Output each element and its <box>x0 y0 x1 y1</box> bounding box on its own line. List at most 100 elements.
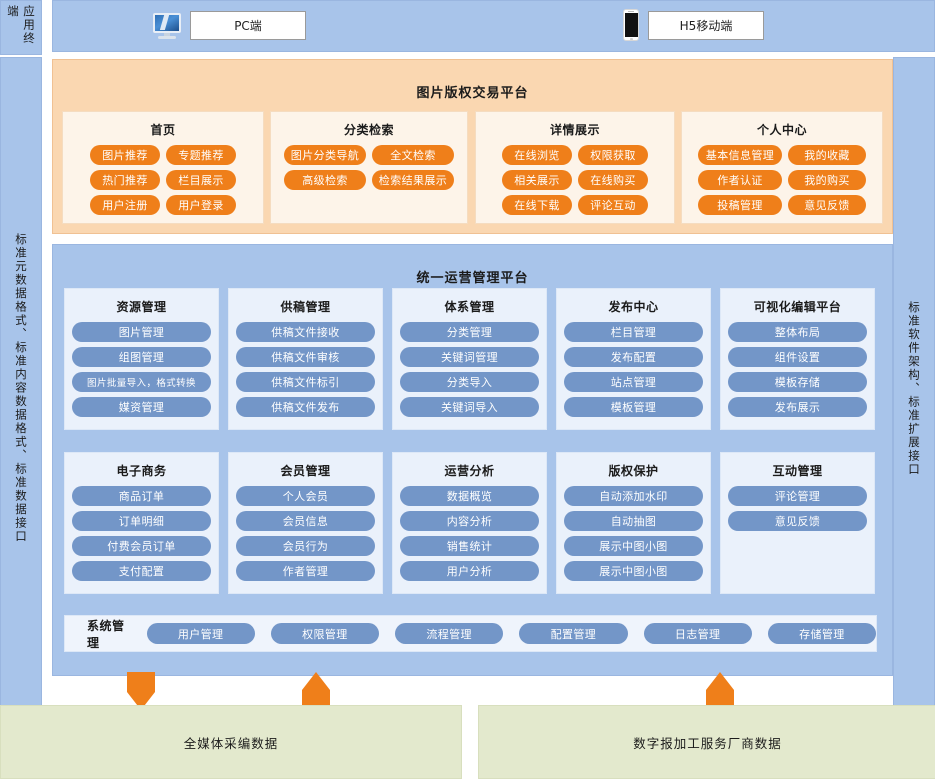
module-item[interactable]: 在线浏览 <box>502 145 572 165</box>
module-item[interactable]: 图片推荐 <box>90 145 160 165</box>
system-management-item[interactable]: 流程管理 <box>395 623 504 644</box>
module-title: 可视化编辑平台 <box>753 300 842 314</box>
module-item[interactable]: 相关展示 <box>502 170 572 190</box>
module-item[interactable]: 商品订单 <box>72 486 211 506</box>
module-card-operations-analysis: 运营分析 数据概览 内容分析 销售统计 用户分析 <box>392 452 547 594</box>
module-item[interactable]: 全文检索 <box>372 145 454 165</box>
module-card-publish-center: 发布中心 栏目管理 发布配置 站点管理 模板管理 <box>556 288 711 430</box>
module-card-interaction-management: 互动管理 评论管理 意见反馈 <box>720 452 875 594</box>
module-item[interactable]: 栏目管理 <box>564 322 703 342</box>
data-source-omnimedia: 全媒体采编数据 <box>0 705 462 779</box>
rail-standard-data-left-label: 标准元数据格式、标准内容数据格式、标准数据接口 <box>14 233 28 544</box>
system-management-item[interactable]: 权限管理 <box>270 623 379 644</box>
module-item[interactable]: 检索结果展示 <box>372 170 454 190</box>
module-title: 发布中心 <box>608 300 659 314</box>
module-item[interactable]: 分类导入 <box>400 372 539 392</box>
module-card-ecommerce: 电子商务 商品订单 订单明细 付费会员订单 支付配置 <box>64 452 219 594</box>
module-item[interactable]: 整体布局 <box>728 322 867 342</box>
system-management-bar: 系统管理 用户管理 权限管理 流程管理 配置管理 日志管理 存储管理 <box>64 615 877 652</box>
module-item[interactable]: 组件设置 <box>728 347 867 367</box>
system-management-item[interactable]: 配置管理 <box>519 623 628 644</box>
trading-platform-title: 图片版权交易平台 <box>416 86 529 101</box>
module-item[interactable]: 发布展示 <box>728 397 867 417</box>
module-item[interactable]: 栏目展示 <box>166 170 236 190</box>
operations-platform-title: 统一运营管理平台 <box>416 271 529 286</box>
terminal-pc-label: PC端 <box>190 11 306 40</box>
module-item[interactable]: 自动添加水印 <box>564 486 703 506</box>
module-item[interactable]: 供稿文件发布 <box>236 397 375 417</box>
module-title: 个人中心 <box>756 123 807 137</box>
module-item[interactable]: 模板管理 <box>564 397 703 417</box>
module-item[interactable]: 内容分析 <box>400 511 539 531</box>
module-item[interactable]: 意见反馈 <box>728 511 867 531</box>
module-item[interactable]: 订单明细 <box>72 511 211 531</box>
module-item[interactable]: 媒资管理 <box>72 397 211 417</box>
module-item[interactable]: 我的收藏 <box>788 145 866 165</box>
arrow-up-icon <box>702 672 738 712</box>
module-item[interactable]: 作者管理 <box>236 561 375 581</box>
module-item[interactable]: 图片管理 <box>72 322 211 342</box>
module-item[interactable]: 基本信息管理 <box>698 145 782 165</box>
module-item[interactable]: 供稿文件标引 <box>236 372 375 392</box>
mobile-phone-icon <box>623 9 639 41</box>
module-title: 体系管理 <box>444 300 495 314</box>
module-item[interactable]: 会员行为 <box>236 536 375 556</box>
rail-standard-software-right-label: 标准软件架构、标准扩展接口 <box>907 300 921 477</box>
module-item[interactable]: 支付配置 <box>72 561 211 581</box>
system-management-item[interactable]: 日志管理 <box>643 623 752 644</box>
module-item[interactable]: 权限获取 <box>578 145 648 165</box>
module-item[interactable]: 图片批量导入，格式转换 <box>72 372 211 392</box>
module-item[interactable]: 关键词管理 <box>400 347 539 367</box>
module-item[interactable]: 评论管理 <box>728 486 867 506</box>
module-card-detail-display: 详情展示 在线浏览 权限获取 相关展示 在线购买 在线下载 评论互动 <box>475 111 675 224</box>
module-item[interactable]: 供稿文件接收 <box>236 322 375 342</box>
module-card-personal-center: 个人中心 基本信息管理 我的收藏 作者认证 我的购买 投稿管理 意见反馈 <box>681 111 883 224</box>
module-item[interactable]: 用户分析 <box>400 561 539 581</box>
module-title: 互动管理 <box>772 464 823 478</box>
module-item[interactable]: 用户注册 <box>90 195 160 215</box>
module-card-category-search: 分类检索 图片分类导航 全文检索 高级检索 检索结果展示 <box>270 111 468 224</box>
system-management-label: 系统管理 <box>87 618 125 650</box>
module-item[interactable]: 用户登录 <box>166 195 236 215</box>
module-item[interactable]: 数据概览 <box>400 486 539 506</box>
module-item[interactable]: 我的购买 <box>788 170 866 190</box>
module-item[interactable]: 在线购买 <box>578 170 648 190</box>
system-management-item[interactable]: 存储管理 <box>767 623 876 644</box>
module-item[interactable]: 图片分类导航 <box>284 145 366 165</box>
module-item[interactable]: 评论互动 <box>578 195 648 215</box>
module-card-system-taxonomy: 体系管理 分类管理 关键词管理 分类导入 关键词导入 <box>392 288 547 430</box>
module-item[interactable]: 高级检索 <box>284 170 366 190</box>
terminal-h5-mobile[interactable]: H5移动端 <box>623 9 764 41</box>
module-item[interactable]: 在线下载 <box>502 195 572 215</box>
module-title: 版权保护 <box>608 464 659 478</box>
module-item[interactable]: 关键词导入 <box>400 397 539 417</box>
module-item[interactable]: 分类管理 <box>400 322 539 342</box>
module-title: 运营分析 <box>444 464 495 478</box>
module-title: 会员管理 <box>280 464 331 478</box>
module-item[interactable]: 专题推荐 <box>166 145 236 165</box>
module-title: 首页 <box>150 123 176 137</box>
module-item[interactable]: 站点管理 <box>564 372 703 392</box>
module-item[interactable]: 付费会员订单 <box>72 536 211 556</box>
module-item[interactable]: 会员信息 <box>236 511 375 531</box>
module-item[interactable]: 个人会员 <box>236 486 375 506</box>
module-item[interactable]: 投稿管理 <box>698 195 782 215</box>
module-item[interactable]: 作者认证 <box>698 170 782 190</box>
module-card-copyright-protection: 版权保护 自动添加水印 自动抽图 展示中图小图 展示中图小图 <box>556 452 711 594</box>
module-item[interactable]: 展示中图小图 <box>564 536 703 556</box>
module-item[interactable]: 自动抽图 <box>564 511 703 531</box>
module-item[interactable]: 意见反馈 <box>788 195 866 215</box>
module-item[interactable]: 发布配置 <box>564 347 703 367</box>
module-item[interactable]: 组图管理 <box>72 347 211 367</box>
module-card-visual-editor-platform: 可视化编辑平台 整体布局 组件设置 模板存储 发布展示 <box>720 288 875 430</box>
module-item[interactable]: 供稿文件审核 <box>236 347 375 367</box>
terminal-h5-label: H5移动端 <box>648 10 764 40</box>
system-management-item[interactable]: 用户管理 <box>146 623 255 644</box>
module-item[interactable]: 模板存储 <box>728 372 867 392</box>
terminal-pc[interactable]: PC端 <box>153 11 306 40</box>
arrow-down-icon <box>123 672 159 712</box>
module-item[interactable]: 展示中图小图 <box>564 561 703 581</box>
module-item[interactable]: 热门推荐 <box>90 170 160 190</box>
module-item[interactable]: 销售统计 <box>400 536 539 556</box>
module-card-contribution-management: 供稿管理 供稿文件接收 供稿文件审核 供稿文件标引 供稿文件发布 <box>228 288 383 430</box>
